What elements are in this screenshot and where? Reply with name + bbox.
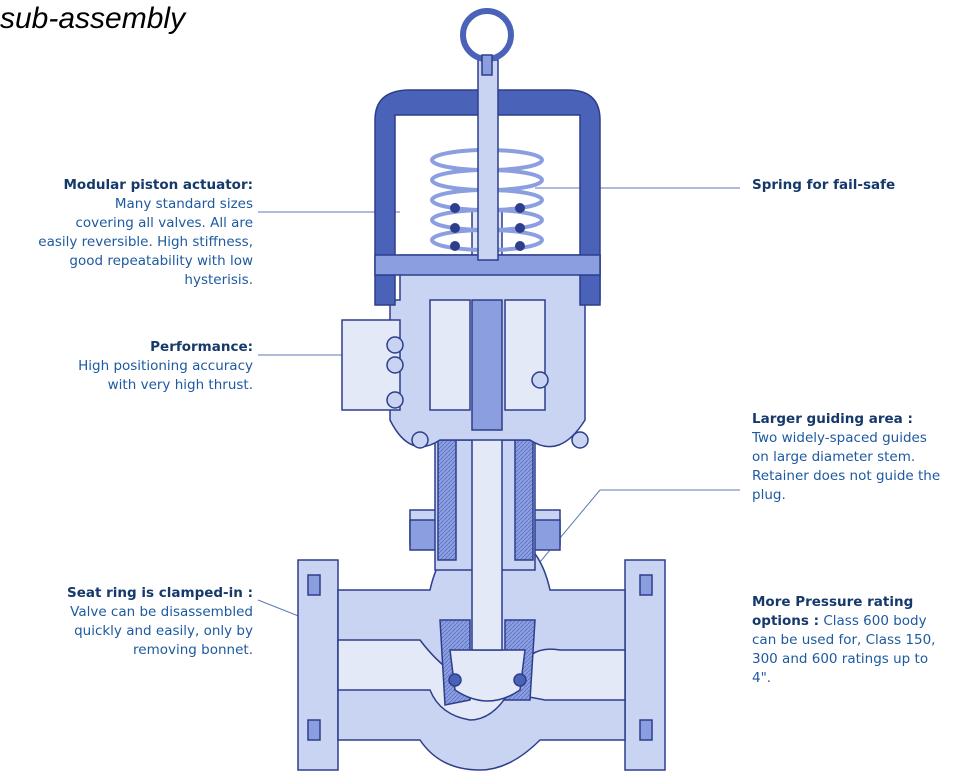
valve-body	[297, 534, 666, 771]
callout-pressure-heading-2: options :	[752, 613, 820, 629]
callout-pressure-line: 300 and 600 ratings up to	[752, 651, 929, 667]
callout-guiding-heading: Larger guiding area :	[752, 411, 913, 427]
callout-actuator-heading: Modular piston actuator:	[63, 177, 253, 193]
callout-pressure-heading: More Pressure rating	[752, 594, 914, 610]
callout-actuator-line: good repeatability with low	[69, 253, 253, 269]
callout-seat-line: Valve can be disassembled	[70, 604, 253, 620]
callout-guiding-line: plug.	[752, 487, 786, 503]
page-title: sub-assembly	[0, 2, 186, 35]
callout-spring: Spring for fail-safe	[752, 176, 967, 195]
actuator-housing	[374, 8, 601, 306]
callout-seat-line: quickly and easily, only by	[74, 623, 253, 639]
callout-guiding-line: on large diameter stem.	[752, 449, 916, 465]
callout-pressure-line: can be used for, Class 150,	[752, 632, 936, 648]
callout-pressure: More Pressure rating options : Class 600…	[752, 593, 967, 688]
callout-pressure-line-2: options : Class 600 body	[752, 612, 967, 631]
callout-actuator-line: easily reversible. High stiffness,	[38, 234, 253, 250]
callout-guiding-line: Two widely-spaced guides	[752, 430, 927, 446]
callout-actuator-line: covering all valves. All are	[75, 215, 253, 231]
callout-performance: Performance: High positioning accuracy w…	[0, 338, 253, 395]
bonnet	[341, 209, 601, 651]
callout-pressure-text: Class 600 body	[819, 613, 927, 629]
callout-actuator-line: Many standard sizes	[114, 196, 253, 212]
callout-performance-line: High positioning accuracy	[78, 358, 253, 374]
callout-pressure-line: 4".	[752, 670, 772, 686]
callout-guiding: Larger guiding area : Two widely-spaced …	[752, 410, 967, 505]
callout-guiding-line: Retainer does not guide the	[752, 468, 941, 484]
callout-performance-heading: Performance:	[150, 339, 253, 355]
callout-seat-heading: Seat ring is clamped-in :	[67, 585, 253, 601]
callout-seat-ring: Seat ring is clamped-in : Valve can be d…	[0, 584, 253, 660]
callout-seat-line: removing bonnet.	[133, 642, 253, 658]
callout-actuator-line: hysterisis.	[184, 272, 253, 288]
callout-performance-line: with very high thrust.	[107, 377, 253, 393]
callout-spring-heading: Spring for fail-safe	[752, 177, 896, 193]
callout-actuator: Modular piston actuator: Many standard s…	[0, 176, 253, 290]
